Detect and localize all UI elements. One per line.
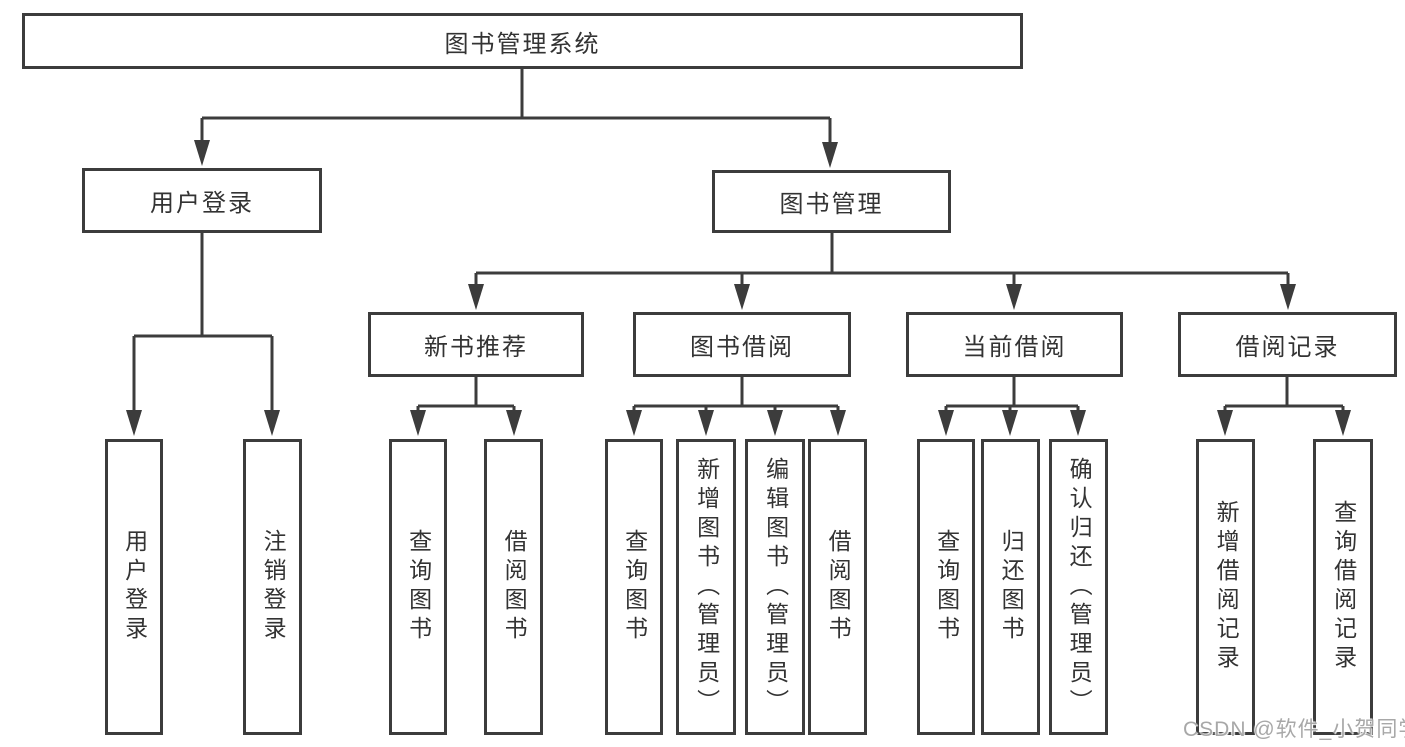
leaf-confirm-return-admin-label: 确认归还（管理员） xyxy=(1066,456,1093,718)
connector-arrowheads xyxy=(126,140,1351,436)
arrow-down-icon xyxy=(410,410,426,436)
node-book-borrowing: 图书借阅 xyxy=(633,312,851,377)
node-new-book-recommendation-label: 新书推荐 xyxy=(424,334,528,361)
arrow-down-icon xyxy=(506,410,522,436)
leaf-return-book-label: 归还图书 xyxy=(998,529,1025,645)
arrow-down-icon xyxy=(126,410,142,436)
leaf-user-login-label: 用户登录 xyxy=(121,529,148,645)
arrow-down-icon xyxy=(1006,284,1022,310)
leaf-add-borrow-record: 新增借阅记录 xyxy=(1196,439,1255,735)
arrow-down-icon xyxy=(767,410,783,436)
arrow-down-icon xyxy=(468,284,484,310)
leaf-query-book-recommend-label: 查询图书 xyxy=(405,529,432,645)
node-book-borrowing-label: 图书借阅 xyxy=(690,334,794,361)
leaf-add-borrow-record-label: 新增借阅记录 xyxy=(1213,500,1240,674)
arrow-down-icon xyxy=(830,410,846,436)
leaf-return-book: 归还图书 xyxy=(981,439,1040,735)
arrow-down-icon xyxy=(734,284,750,310)
arrow-down-icon xyxy=(264,410,280,436)
leaf-query-book-current: 查询图书 xyxy=(917,439,975,735)
leaf-borrow-book-recommend-label: 借阅图书 xyxy=(501,529,528,645)
leaf-logout-login-label: 注销登录 xyxy=(260,529,287,645)
leaf-add-book-admin: 新增图书（管理员） xyxy=(676,439,736,735)
leaf-add-book-admin-label: 新增图书（管理员） xyxy=(693,456,720,718)
arrow-down-icon xyxy=(626,410,642,436)
node-book-management-label: 图书管理 xyxy=(779,191,884,218)
arrow-down-icon xyxy=(698,410,714,436)
node-library-management-system: 图书管理系统 xyxy=(22,13,1023,69)
arrow-down-icon xyxy=(938,410,954,436)
leaf-edit-book-admin: 编辑图书（管理员） xyxy=(745,439,805,735)
connector-path xyxy=(132,69,1345,412)
leaf-borrow-book-borrow: 借阅图书 xyxy=(808,439,867,735)
node-borrowing-records: 借阅记录 xyxy=(1178,312,1397,377)
leaf-query-book-current-label: 查询图书 xyxy=(933,529,960,645)
leaf-query-book-borrow-label: 查询图书 xyxy=(621,529,648,645)
arrow-down-icon xyxy=(1335,410,1351,436)
leaf-user-login: 用户登录 xyxy=(105,439,163,735)
watermark: CSDN @软件_小贺同学 xyxy=(1183,718,1405,741)
arrow-down-icon xyxy=(194,140,210,166)
node-user-login-label: 用户登录 xyxy=(150,190,254,217)
leaf-confirm-return-admin: 确认归还（管理员） xyxy=(1049,439,1108,735)
arrow-down-icon xyxy=(1070,410,1086,436)
arrow-down-icon xyxy=(1280,284,1296,310)
node-new-book-recommendation: 新书推荐 xyxy=(368,312,584,377)
node-borrowing-records-label: 借阅记录 xyxy=(1235,334,1340,361)
leaf-query-borrow-record: 查询借阅记录 xyxy=(1313,439,1373,735)
node-library-management-system-label: 图书管理系统 xyxy=(444,30,601,58)
leaf-query-book-recommend: 查询图书 xyxy=(389,439,447,735)
node-user-login: 用户登录 xyxy=(82,168,322,233)
leaf-edit-book-admin-label: 编辑图书（管理员） xyxy=(762,456,789,718)
arrow-down-icon xyxy=(822,142,838,168)
arrow-down-icon xyxy=(1002,410,1018,436)
node-current-borrowing: 当前借阅 xyxy=(906,312,1123,377)
node-current-borrowing-label: 当前借阅 xyxy=(962,334,1067,361)
leaf-logout-login: 注销登录 xyxy=(243,439,302,735)
leaf-query-borrow-record-label: 查询借阅记录 xyxy=(1330,500,1357,674)
leaf-borrow-book-recommend: 借阅图书 xyxy=(484,439,543,735)
leaf-borrow-book-borrow-label: 借阅图书 xyxy=(825,529,852,645)
arrow-down-icon xyxy=(1217,410,1233,436)
leaf-query-book-borrow: 查询图书 xyxy=(605,439,663,735)
node-book-management: 图书管理 xyxy=(712,170,951,233)
